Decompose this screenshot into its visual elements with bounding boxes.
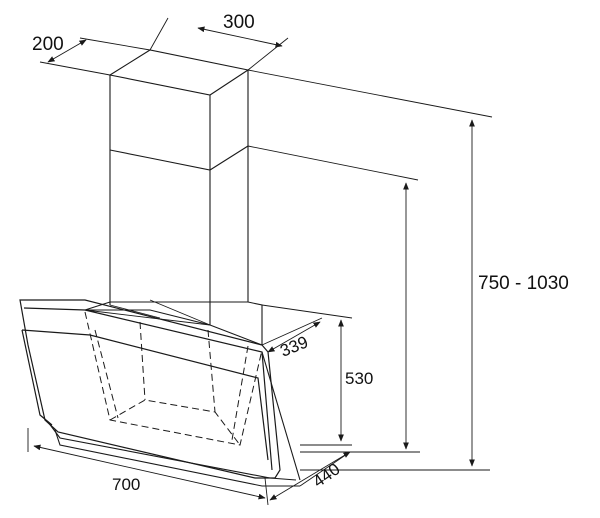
dimension-label-hood-side-depth: 339 (277, 332, 310, 360)
dimension-label-hood-width: 700 (112, 475, 140, 494)
dimension-hood-depth: 440 (269, 451, 351, 501)
dimension-label-chimney-depth: 200 (32, 34, 64, 55)
dimension-total-height: 750 - 1030 (247, 69, 569, 471)
dimension-label-hood-height: 530 (345, 369, 373, 388)
dimension-hood-width: 700 (27, 428, 269, 506)
dimension-hood-height: 530 (261, 304, 373, 446)
dimension-label-total-height: 750 - 1030 (478, 273, 569, 294)
hood-glass-panel-inner (23, 307, 273, 471)
dimension-hood-side-depth: 339 (261, 317, 323, 361)
hood-bottom-trim-1 (47, 421, 297, 481)
chimney-joint-line (109, 145, 249, 171)
chimney (108, 49, 250, 326)
dimension-label-chimney-width: 300 (223, 12, 255, 33)
dimension-label-hood-depth: 440 (309, 459, 343, 491)
dimension-chimney-depth: 200 (32, 34, 151, 76)
hood-hidden-lines (84, 311, 263, 446)
chimney-top-face (108, 49, 250, 96)
dimension-chimney-width: 300 (149, 12, 289, 71)
hood-glass-panel-layer (21, 329, 269, 461)
hood-body (19, 299, 301, 487)
